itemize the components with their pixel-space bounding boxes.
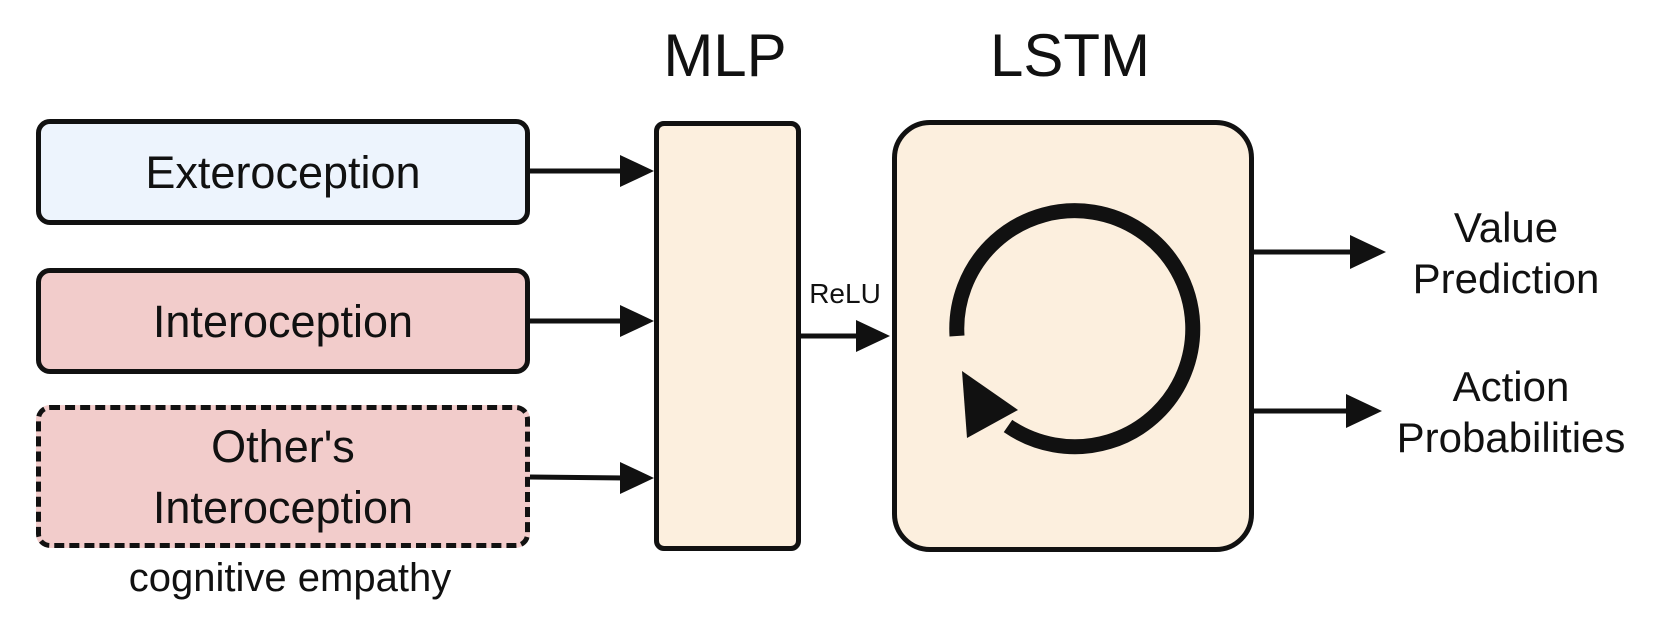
recurrence-arrowhead: [962, 371, 1018, 438]
value-prediction-line2: Prediction: [1412, 255, 1600, 302]
mlp-block: [654, 121, 801, 551]
value-prediction-line1: Value: [1453, 204, 1559, 251]
exteroception-to-mlp-arrowhead: [620, 155, 654, 187]
cognitive-empathy-caption: cognitive empathy: [128, 556, 452, 600]
others-interoception-label-line2: Interoception: [152, 481, 414, 533]
relu-label: ReLU: [809, 278, 881, 309]
lstm-title: LSTM: [989, 22, 1151, 89]
exteroception-label: Exteroception: [145, 146, 421, 198]
action-probabilities-line2: Probabilities: [1396, 414, 1626, 461]
interoception-label: Interoception: [152, 295, 414, 347]
interoception-box: Interoception: [36, 268, 530, 374]
mlp-to-lstm-arrowhead: [856, 320, 890, 352]
value-prediction-label: Value Prediction: [1386, 202, 1626, 304]
mlp-title: MLP: [663, 22, 787, 89]
action-probabilities-line1: Action: [1452, 363, 1570, 410]
others-to-mlp-arrowhead: [620, 462, 654, 494]
interoception-to-mlp-arrowhead: [620, 305, 654, 337]
others-to-mlp-arrow-shaft: [529, 474, 627, 481]
lstm-to-value-arrowhead: [1350, 235, 1386, 269]
action-probabilities-label: Action Probabilities: [1376, 361, 1646, 463]
others-interoception-label-line1: Other's: [211, 420, 355, 472]
others-interoception-box: Other's Interoception: [36, 405, 530, 548]
recurrence-arc: [949, 203, 1201, 455]
lstm-to-action-arrowhead: [1346, 394, 1382, 428]
recurrence-icon: [949, 203, 1201, 455]
exteroception-box: Exteroception: [36, 119, 530, 225]
